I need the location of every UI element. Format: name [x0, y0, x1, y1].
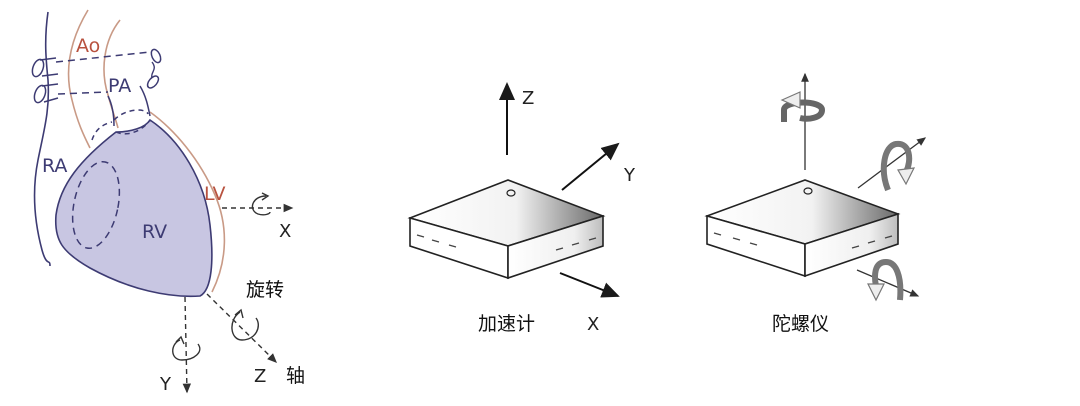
heart-axis-z-label: Z: [254, 366, 266, 387]
accel-axis-x-label: X: [587, 314, 599, 335]
heart-x-axis: X: [222, 192, 294, 242]
rotation-caption: 旋转: [246, 279, 284, 301]
gyroscope-diagram: 陀螺仪: [704, 72, 927, 335]
gyro-roll-axis-icon: [856, 269, 920, 297]
gyroscope-chip-icon: [704, 179, 901, 278]
accelerometer-caption: 加速计: [478, 313, 535, 335]
label-lv: LV: [204, 183, 226, 205]
label-pa: PA: [108, 75, 131, 97]
accelerometer-chip-icon: [407, 179, 606, 280]
heart-axis-x-label: X: [279, 221, 291, 242]
y-axis-arrow-icon: [561, 142, 620, 191]
rotation-arrow-icon: [251, 195, 271, 216]
rotation-arrow-icon: [231, 311, 260, 341]
roll-rotation-icon: [872, 258, 904, 301]
accel-axis-y-label: Y: [623, 165, 636, 186]
label-ra: RA: [42, 155, 67, 177]
heart-axis-y-label: Y: [159, 374, 172, 395]
heart-z-axis: Z: [206, 293, 277, 387]
label-rv: RV: [142, 221, 167, 243]
gyroscope-caption: 陀螺仪: [772, 313, 829, 335]
rotation-arrow-icon: [172, 339, 201, 361]
accel-axis-z-label: Z: [522, 88, 534, 109]
accelerometer-diagram: Z Y X 加速计: [407, 82, 636, 335]
axis-caption: 轴: [286, 365, 305, 387]
gyro-pitch-axis-icon: [857, 137, 927, 189]
heart-y-axis: Y: [159, 296, 201, 395]
heart-diagram: Ao PA RA RV LV X Y Z 旋转 轴: [31, 9, 305, 395]
yaw-rotation-icon: [781, 99, 826, 122]
label-ao: Ao: [76, 35, 100, 57]
x-axis-arrow-icon: [559, 272, 620, 298]
